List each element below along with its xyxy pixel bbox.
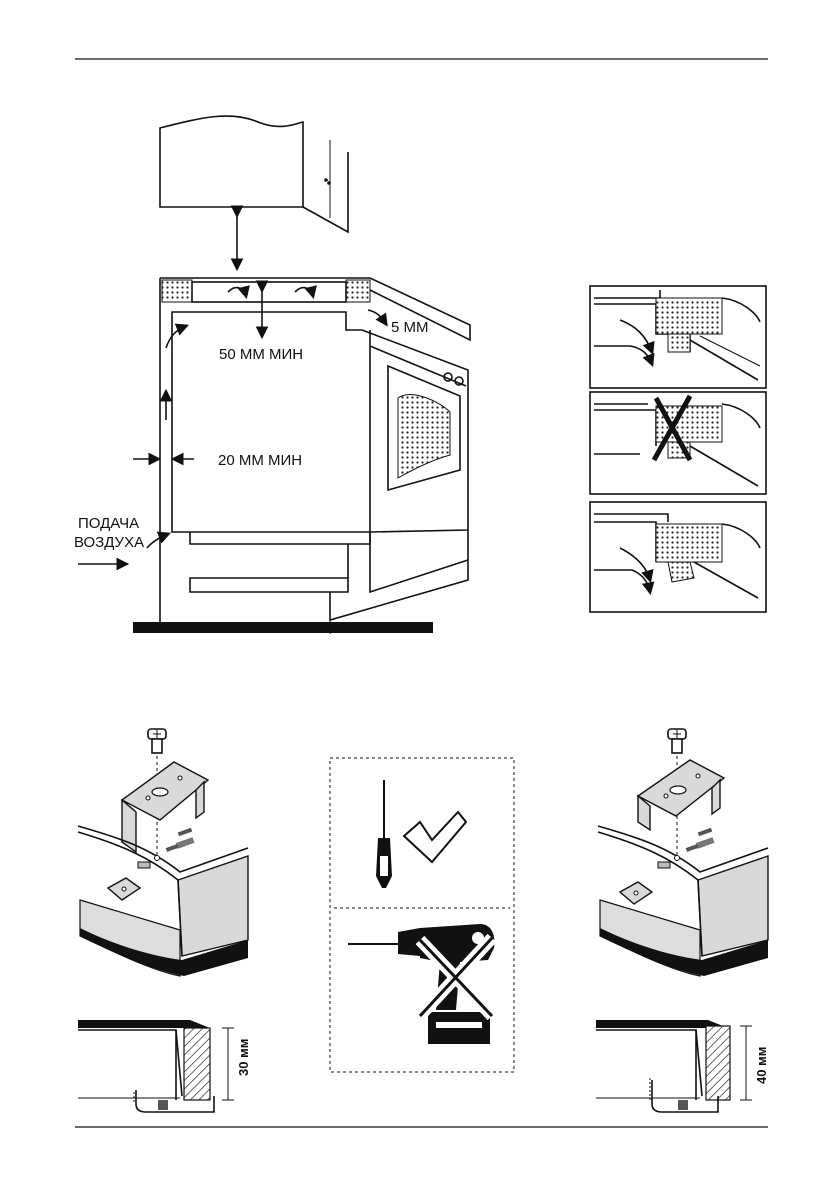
check-icon	[404, 812, 466, 862]
seal-detail-wrong	[590, 392, 766, 494]
screw-icon	[148, 729, 166, 753]
worktop-insulation-right	[346, 280, 370, 302]
label-dim-40mm: 40 мм	[754, 1047, 769, 1084]
label-gap-50mm: 50 ММ МИН	[219, 346, 303, 363]
screw-icon	[668, 729, 686, 753]
worktop-insulation-left	[162, 280, 192, 302]
label-air-supply-1: ПОДАЧА	[78, 515, 139, 532]
ventilation-diagram: 5 ММ 50 ММ МИН 20 ММ МИН ПОДАЧА ВОЗДУХА	[74, 116, 470, 634]
label-air-supply-2: ВОЗДУХА	[74, 534, 144, 551]
tool-usage-box	[330, 758, 514, 1072]
wall-cabinet	[160, 116, 303, 207]
section-40mm: 40 мм	[596, 1020, 769, 1112]
hob-unit	[192, 282, 346, 302]
seal-detail-correct-1	[590, 286, 766, 388]
bracket-install-right	[598, 729, 768, 976]
label-gap-5mm: 5 ММ	[391, 319, 429, 336]
section-30mm: 30 мм	[78, 1020, 251, 1112]
seal-detail-correct-2	[590, 502, 766, 612]
bracket-install-left	[78, 729, 248, 976]
screwdriver-icon	[376, 780, 392, 888]
label-gap-20mm: 20 ММ МИН	[218, 452, 302, 469]
floor	[133, 622, 433, 633]
label-dim-30mm: 30 мм	[236, 1039, 251, 1076]
